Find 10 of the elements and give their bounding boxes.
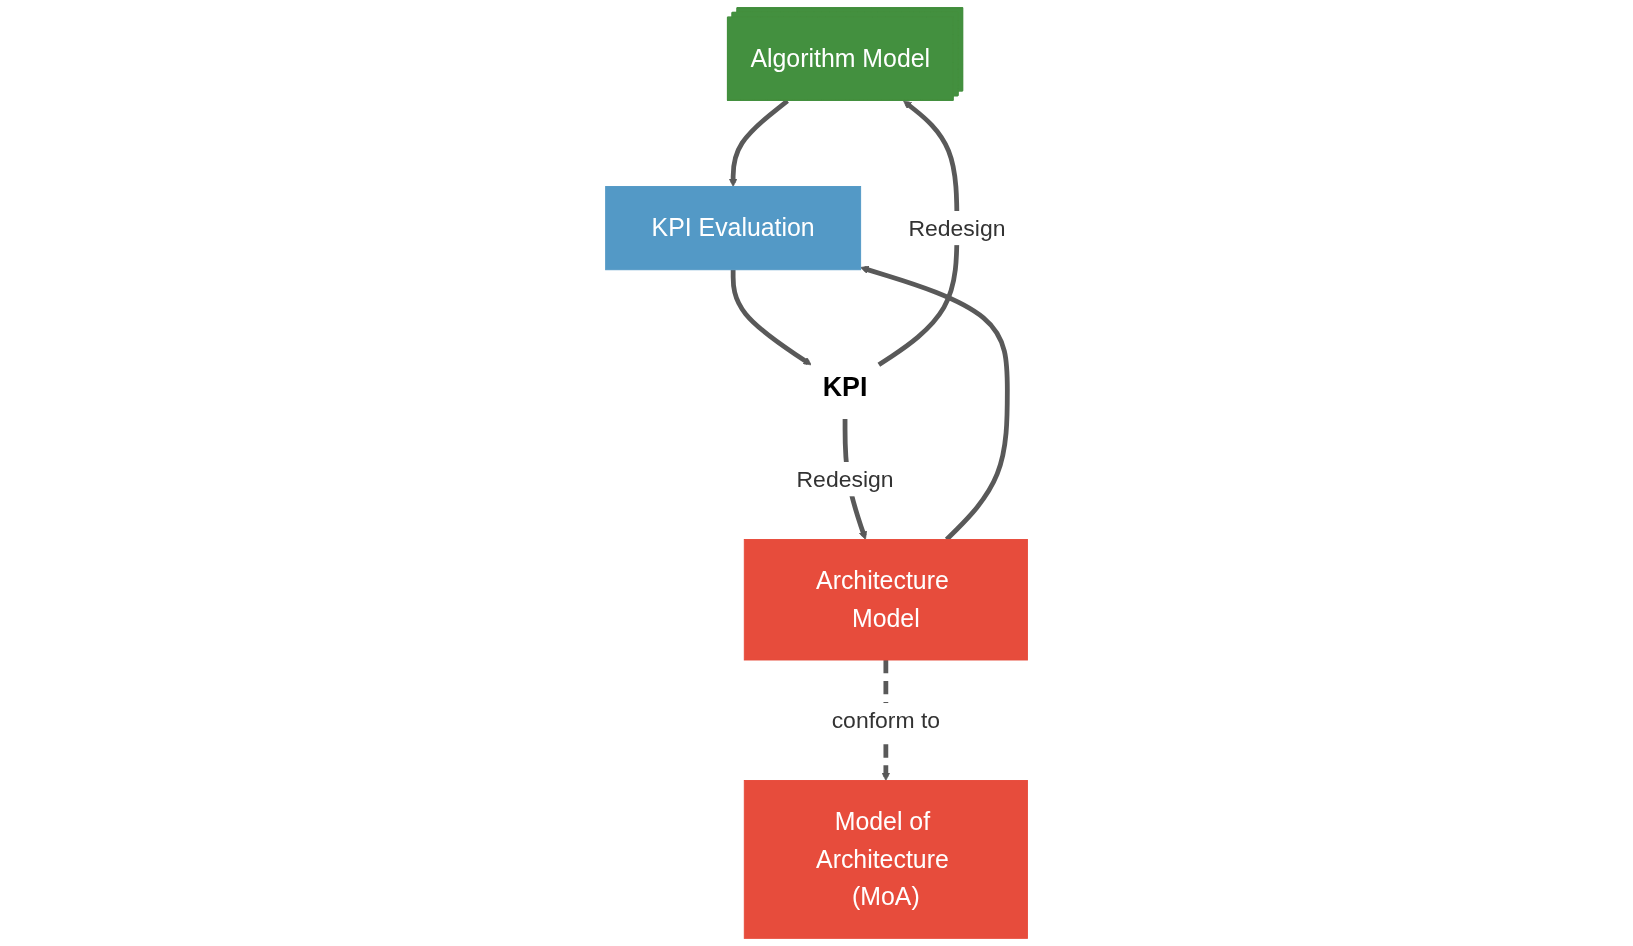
edge-label: Redesign [908,214,1006,241]
arrow [877,100,960,367]
arrow [728,99,789,187]
node-box: Model of Architecture (MoA) [743,780,1028,939]
edge-label: conform to [831,706,941,733]
node-box: Architecture Model [743,539,1028,661]
node-box: KPI Evaluation [605,186,862,271]
edge-label: Redesign [796,465,894,492]
node-text: KPI [822,372,868,402]
arrow [730,269,812,366]
